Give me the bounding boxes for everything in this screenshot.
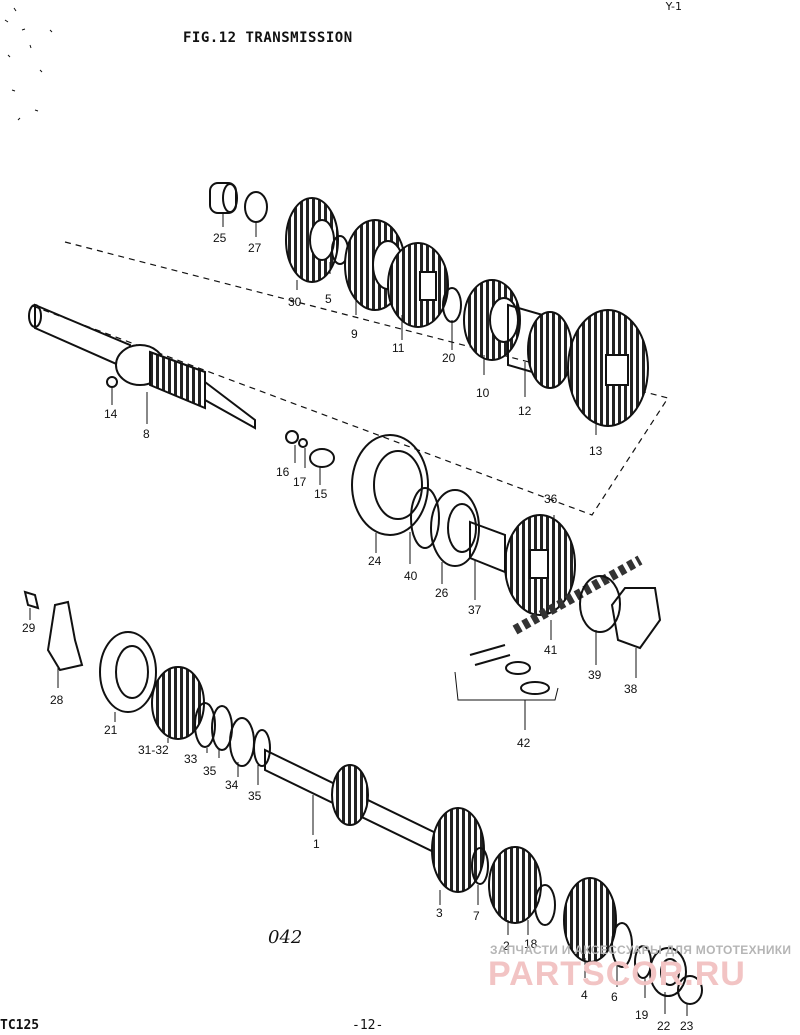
label-20: 20 bbox=[442, 351, 456, 365]
label-1: 1 bbox=[313, 837, 320, 851]
label-35b: 35 bbox=[248, 789, 262, 803]
part-33-washer bbox=[194, 702, 216, 748]
countershaft-outline bbox=[29, 241, 669, 516]
part-11-gear bbox=[387, 242, 449, 328]
part-22-bearing bbox=[649, 947, 687, 997]
scan-speckles bbox=[4, 7, 53, 121]
label-16: 16 bbox=[276, 465, 290, 479]
label-8: 8 bbox=[143, 427, 150, 441]
label-42: 42 bbox=[517, 736, 531, 750]
label-5: 5 bbox=[325, 292, 332, 306]
model-name: TC125 bbox=[0, 1018, 40, 1033]
label-21: 21 bbox=[104, 723, 118, 737]
label-15: 15 bbox=[314, 487, 328, 501]
part-25-bushing bbox=[209, 182, 238, 214]
part-41-chain bbox=[512, 555, 643, 635]
part-26-seal bbox=[430, 489, 480, 567]
label-22: 22 bbox=[657, 1019, 671, 1033]
watermark-tagline: ЗАПЧАСТИ И АКСЕССУАРЫ ДЛЯ МОТОТЕХНИКИ bbox=[490, 943, 792, 957]
label-39: 39 bbox=[588, 668, 602, 682]
label-38: 38 bbox=[624, 682, 638, 696]
label-23: 23 bbox=[680, 1019, 694, 1033]
label-6: 6 bbox=[611, 990, 618, 1004]
part-8-countershaft bbox=[28, 303, 256, 430]
part-29-bolt bbox=[23, 590, 40, 610]
part-24-bearing bbox=[351, 434, 429, 536]
label-30: 30 bbox=[288, 295, 302, 309]
label-28: 28 bbox=[50, 693, 64, 707]
part-18-washer bbox=[534, 884, 556, 926]
part-14-ball bbox=[106, 376, 118, 388]
drawing-code: 042 bbox=[268, 927, 303, 948]
label-3: 3 bbox=[436, 906, 443, 920]
label-12: 12 bbox=[518, 404, 532, 418]
part-1-mainshaft bbox=[264, 748, 441, 857]
part-28-bracket bbox=[46, 600, 84, 672]
figure-title: FIG.12 TRANSMISSION bbox=[183, 30, 353, 46]
label-10: 10 bbox=[476, 386, 490, 400]
part-39-washer bbox=[579, 575, 621, 633]
label-9: 9 bbox=[351, 327, 358, 341]
corner-mark: Y-1 bbox=[665, 0, 682, 13]
part-17-pin bbox=[298, 438, 308, 448]
part-21-bearing bbox=[99, 631, 157, 713]
part-13-gear bbox=[567, 309, 649, 427]
part-2-gear bbox=[488, 846, 542, 924]
part-34-washer bbox=[229, 717, 255, 767]
label-14: 14 bbox=[104, 407, 118, 421]
label-34: 34 bbox=[225, 778, 239, 792]
part-15-cap bbox=[309, 448, 335, 468]
part-6-washer bbox=[611, 922, 633, 968]
label-19: 19 bbox=[635, 1008, 649, 1022]
part-31-32-gear bbox=[151, 666, 205, 740]
label-7: 7 bbox=[473, 909, 480, 923]
label-35a: 35 bbox=[203, 764, 217, 778]
label-25: 25 bbox=[213, 231, 227, 245]
part-20-circlip bbox=[442, 287, 462, 323]
label-4: 4 bbox=[581, 988, 588, 1002]
label-17: 17 bbox=[293, 475, 307, 489]
part-27-washer bbox=[244, 191, 268, 223]
part-23-cap bbox=[677, 975, 703, 1005]
part-38-nut bbox=[610, 587, 662, 650]
label-29: 29 bbox=[22, 621, 36, 635]
watermark-brand: PARTSCOR.RU bbox=[488, 955, 746, 993]
label-36: 36 bbox=[544, 492, 558, 506]
label-40: 40 bbox=[404, 569, 418, 583]
label-41: 41 bbox=[544, 643, 558, 657]
label-11: 11 bbox=[392, 341, 405, 355]
label-31-32: 31-32 bbox=[138, 743, 169, 757]
part-16-clip bbox=[285, 430, 299, 444]
label-26: 26 bbox=[435, 586, 449, 600]
label-37: 37 bbox=[468, 603, 482, 617]
label-13: 13 bbox=[589, 444, 603, 458]
part-36-sprocket bbox=[504, 514, 576, 616]
label-2: 2 bbox=[503, 939, 510, 953]
part-10-gear bbox=[463, 279, 521, 361]
label-24: 24 bbox=[368, 554, 382, 568]
part-4-gear bbox=[563, 877, 617, 963]
label-18: 18 bbox=[524, 937, 538, 951]
part-42-chain-joint bbox=[454, 644, 559, 701]
page-number: -12- bbox=[352, 1018, 384, 1033]
part-35b-circlip bbox=[253, 729, 271, 767]
part-7-washer bbox=[471, 847, 489, 885]
label-33: 33 bbox=[184, 752, 198, 766]
leader-lines bbox=[29, 212, 688, 1016]
part-40-circlip bbox=[410, 487, 440, 549]
label-27: 27 bbox=[248, 241, 262, 255]
